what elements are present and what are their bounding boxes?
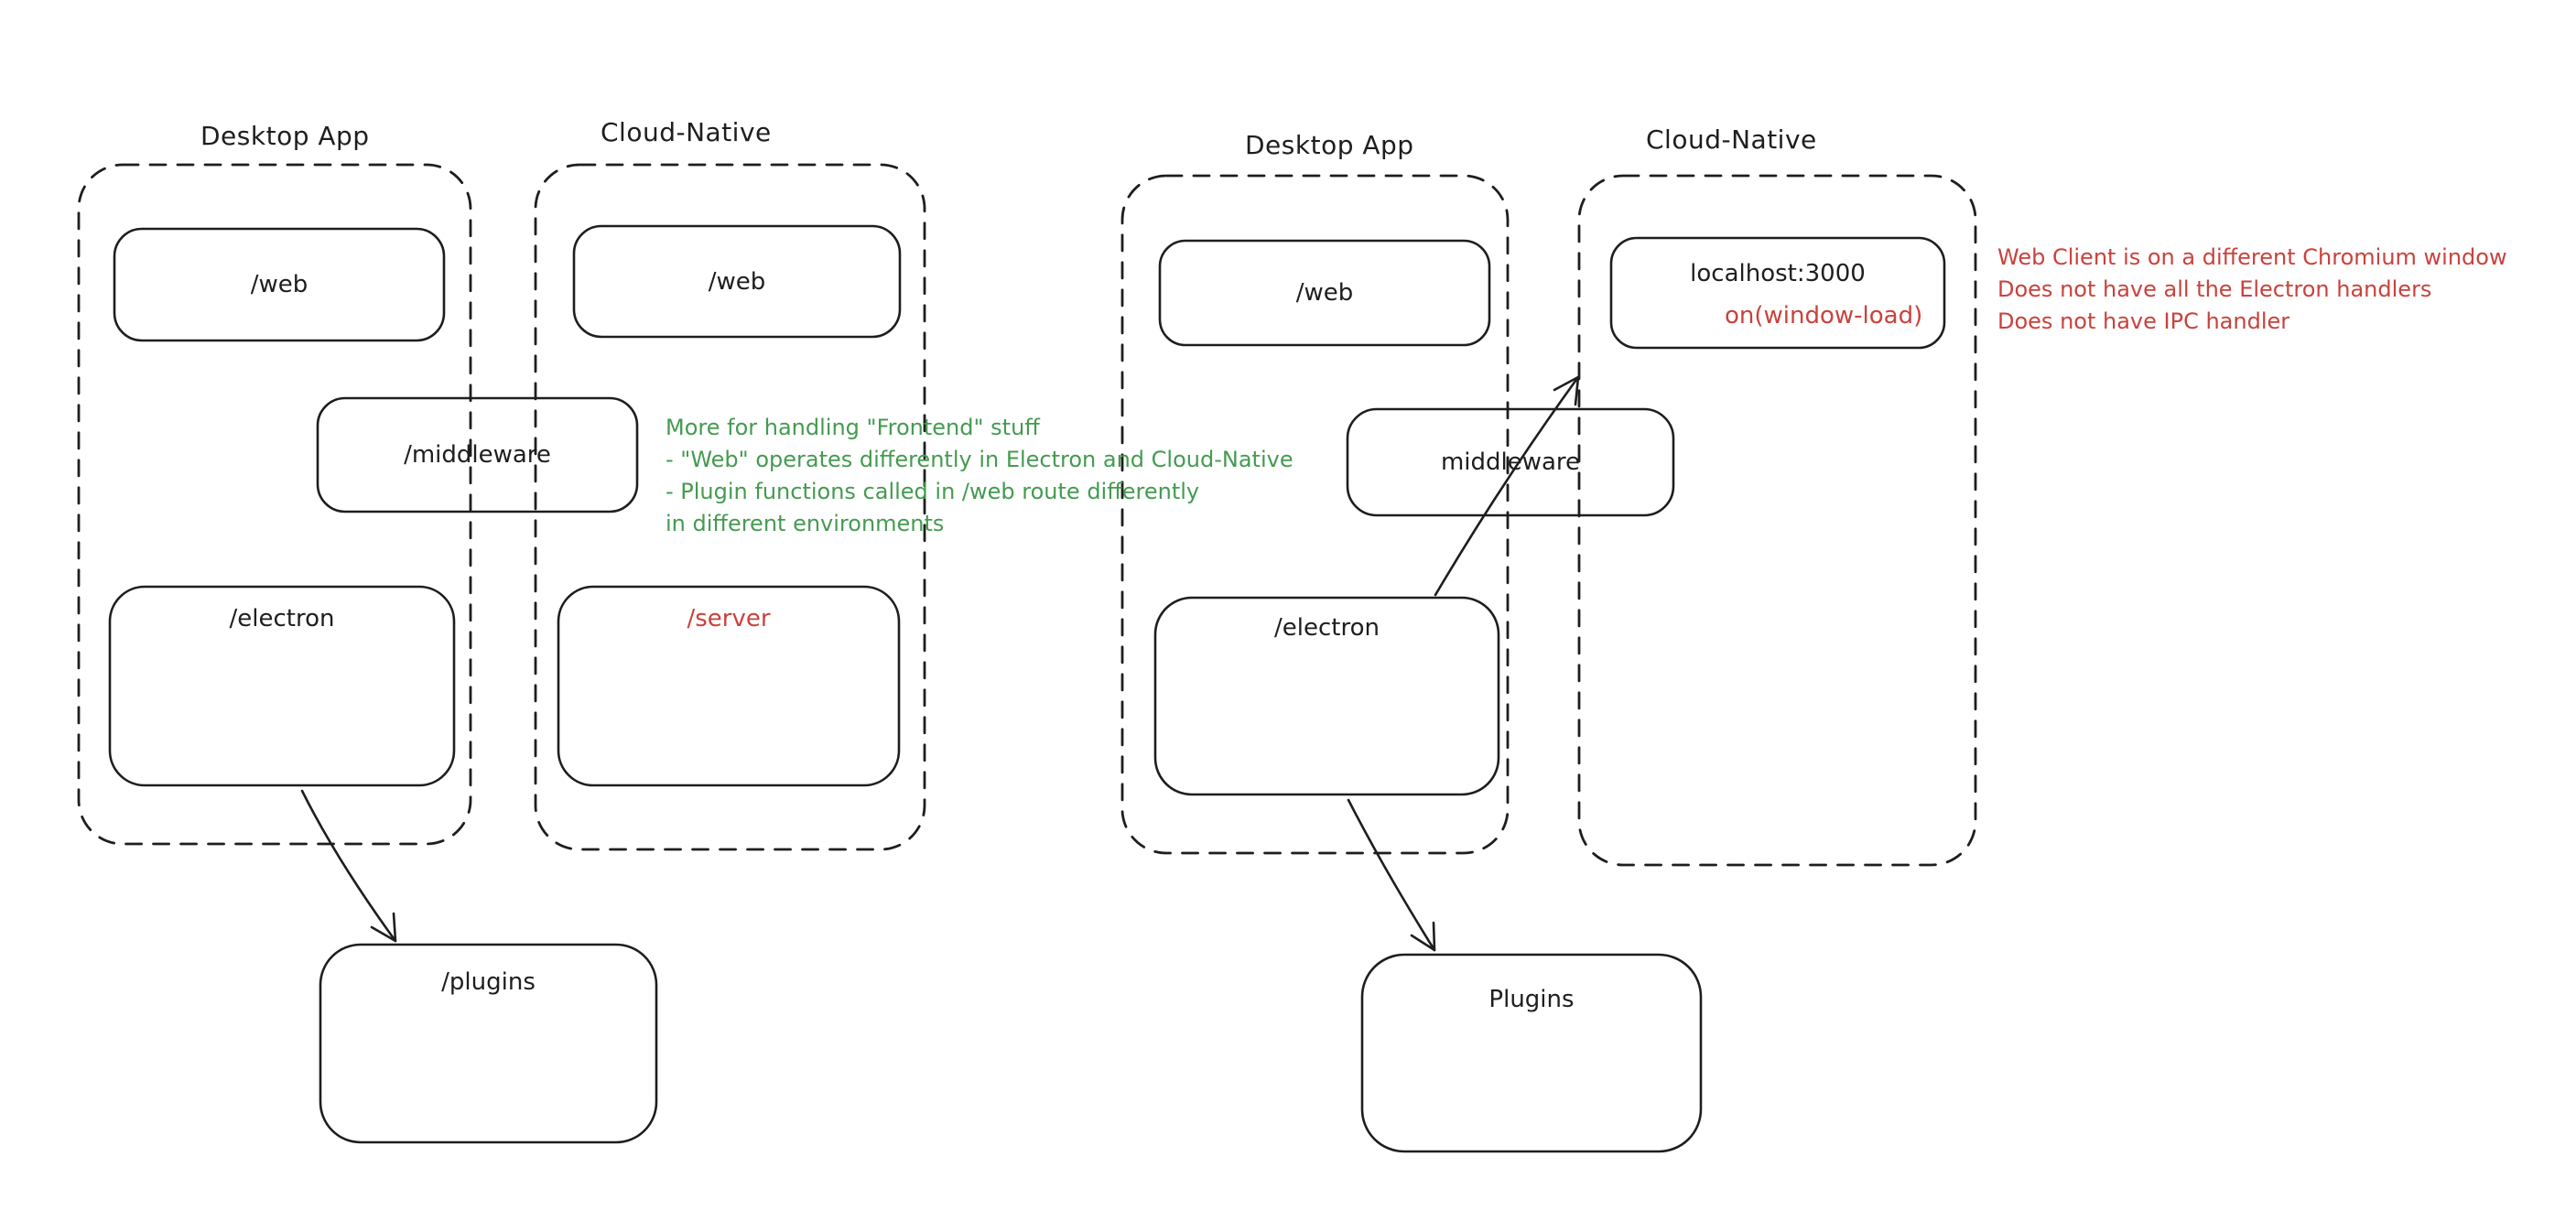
- group-border-cloud-native-left: [534, 163, 926, 851]
- group-border-desktop-app-right: [1120, 174, 1510, 855]
- group-title-desktop-app-left: Desktop App: [200, 121, 370, 151]
- note-green-line-2: - "Web" operates differently in Electron…: [666, 447, 1293, 472]
- node-label-web-right: /web: [1295, 279, 1354, 307]
- node-box-middleware-left: [316, 396, 639, 513]
- node-label-electron-right: /electron: [1274, 614, 1380, 642]
- node-box-electron-right: [1153, 596, 1500, 796]
- node-sublabel-on-window-load: on(window-load): [1725, 302, 1923, 330]
- note-green-line-4: in different environments: [666, 511, 945, 536]
- node-label-middleware-right: middleware: [1440, 448, 1581, 476]
- node-box-localhost: [1609, 236, 1946, 350]
- node-box-middleware-right: [1346, 407, 1675, 517]
- node-box-plugins-left: [319, 943, 658, 1144]
- node-label-plugins-right: Plugins: [1488, 986, 1575, 1013]
- note-green-line-3: - Plugin functions called in /web route …: [666, 479, 1200, 504]
- arrow-electron-left-to-plugins: [300, 789, 397, 943]
- node-box-plugins-right: [1360, 953, 1703, 1153]
- note-red-line-2: Does not have all the Electron handlers: [1997, 276, 2432, 302]
- group-title-desktop-app-right: Desktop App: [1245, 130, 1414, 160]
- note-red-line-1: Web Client is on a different Chromium wi…: [1997, 244, 2507, 270]
- group-title-cloud-native-left: Cloud-Native: [601, 117, 772, 147]
- arrow-electron-right-to-plugins: [1347, 798, 1436, 952]
- note-green-frontend: More for handling "Frontend" stuff - "We…: [666, 412, 1293, 540]
- node-box-electron-left: [108, 585, 456, 787]
- node-box-web-left-cloud: [572, 224, 902, 339]
- note-red-web-client: Web Client is on a different Chromium wi…: [1997, 242, 2507, 338]
- node-label-plugins-left: /plugins: [441, 968, 536, 996]
- node-label-electron-left: /electron: [229, 605, 335, 632]
- node-label-web-left-cloud: /web: [708, 267, 766, 296]
- node-box-server-left: [557, 585, 901, 787]
- group-title-cloud-native-right: Cloud-Native: [1646, 124, 1817, 155]
- group-border-desktop-app-left: [77, 163, 472, 846]
- arrow-electron-right-to-localhost: [1434, 375, 1580, 597]
- node-box-web-right: [1158, 239, 1491, 347]
- node-label-server-left: /server: [687, 605, 771, 632]
- node-label-localhost: localhost:3000: [1690, 260, 1866, 287]
- note-green-line-1: More for handling "Frontend" stuff: [666, 415, 1040, 440]
- node-box-web-left-desktop: [113, 227, 446, 342]
- node-label-middleware-left: /middleware: [404, 441, 551, 469]
- note-red-line-3: Does not have IPC handler: [1997, 308, 2290, 334]
- node-label-web-left-desktop: /web: [250, 271, 308, 298]
